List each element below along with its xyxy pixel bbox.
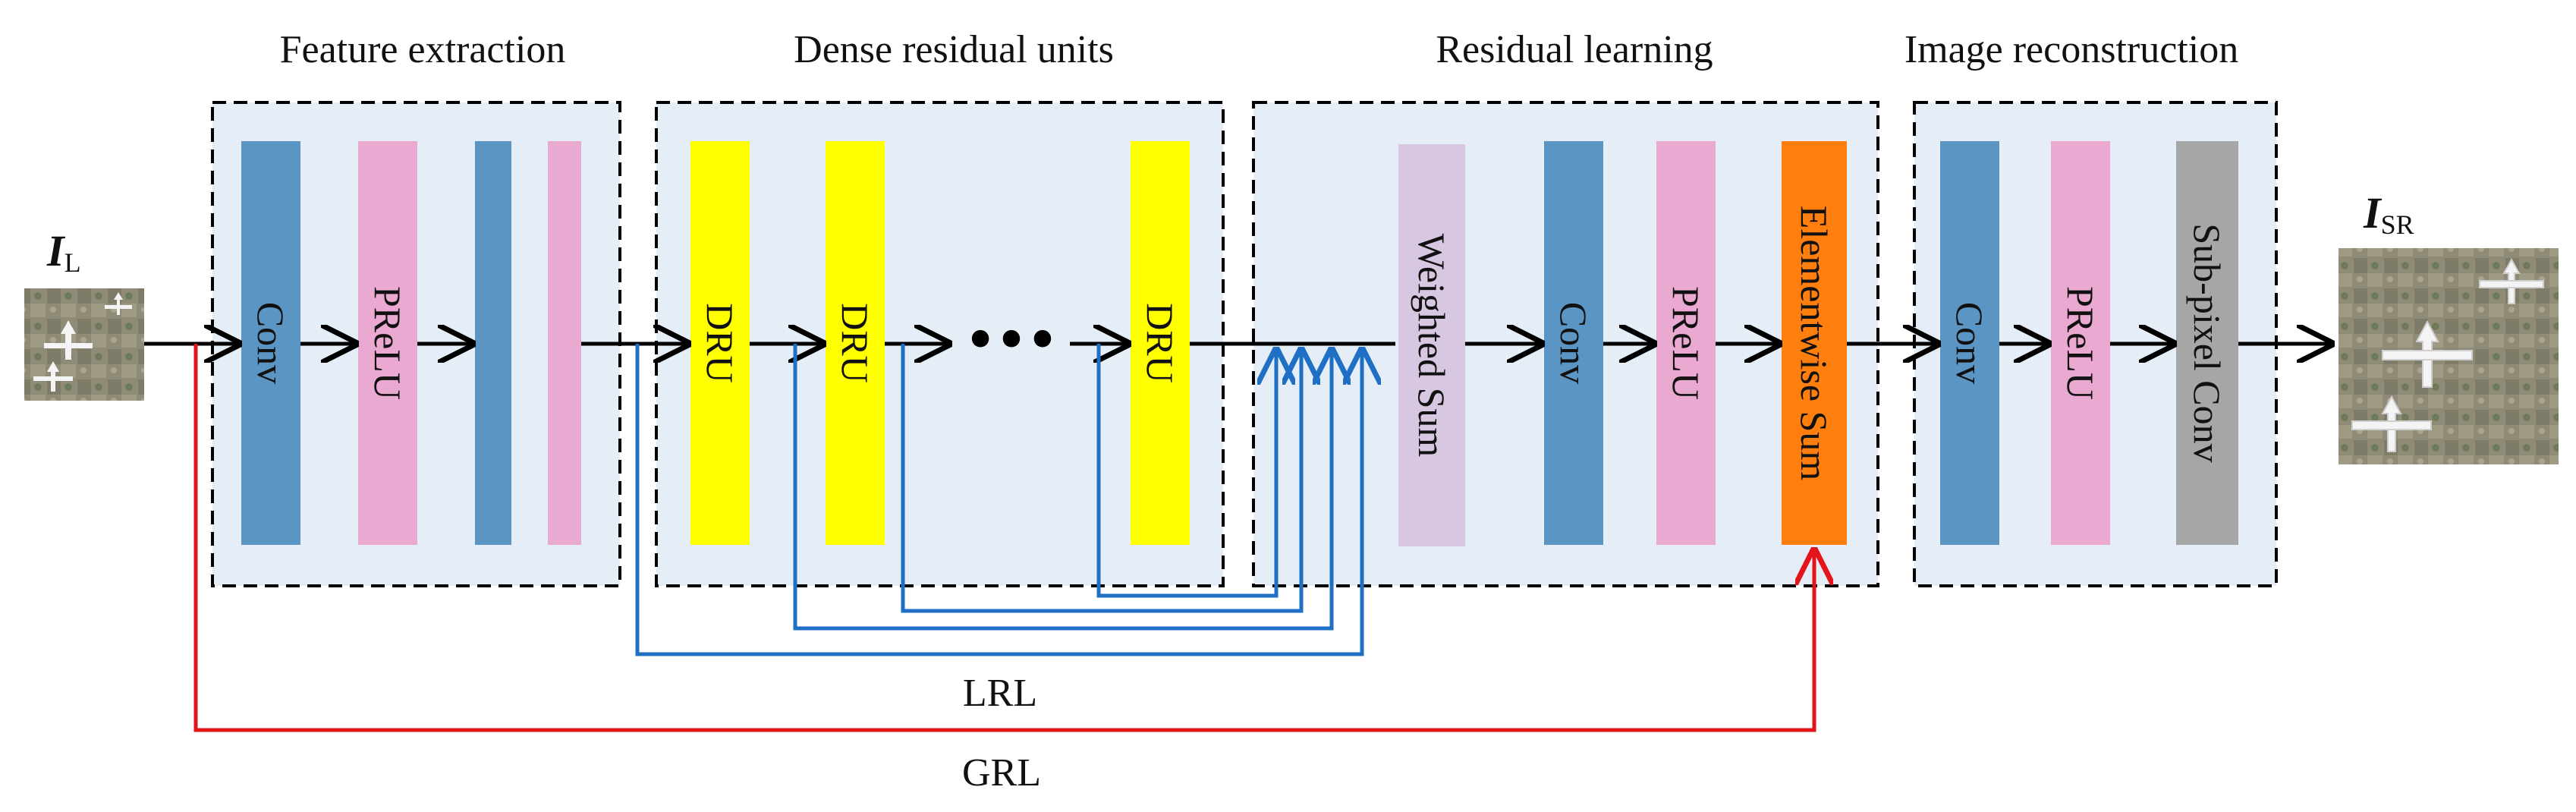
subpixel-conv-label: Sub-pixel Conv bbox=[2186, 223, 2228, 462]
ir-prelu-label: PReLU bbox=[2059, 286, 2102, 400]
output-image bbox=[2339, 248, 2559, 464]
dru-1-label: DRU bbox=[699, 303, 741, 383]
dense-residual-units-title: Dense residual units bbox=[794, 28, 1114, 71]
dru-ellipsis: ••• bbox=[965, 313, 1058, 369]
output-label: ISR bbox=[2363, 188, 2414, 240]
feature-extraction-title: Feature extraction bbox=[280, 28, 566, 71]
elementwise-sum-label: Elementwise Sum bbox=[1793, 206, 1835, 481]
rl-conv-block bbox=[1544, 141, 1603, 545]
fe-prelu-2-block bbox=[548, 141, 581, 545]
dru-1-block bbox=[690, 141, 750, 545]
input-subscript: L bbox=[64, 247, 81, 278]
input-symbol: I bbox=[46, 226, 66, 275]
lrl-connections bbox=[635, 344, 1362, 656]
dru-n-label: DRU bbox=[1139, 303, 1181, 383]
ir-prelu-block bbox=[2051, 141, 2110, 545]
rl-conv-label: Conv bbox=[1552, 302, 1595, 384]
fe-conv-block bbox=[241, 141, 300, 545]
grl-connection bbox=[193, 344, 1814, 732]
ir-conv-block bbox=[1940, 141, 1999, 545]
subpixel-conv-block bbox=[2176, 141, 2238, 545]
ir-conv-label: Conv bbox=[1949, 302, 1991, 384]
elementwise-sum-block bbox=[1782, 141, 1847, 545]
dru-2-label: DRU bbox=[834, 303, 876, 383]
weighted-sum-block bbox=[1398, 144, 1465, 546]
weighted-sum-label: Weighted Sum bbox=[1411, 234, 1453, 458]
dru-2-block bbox=[826, 141, 885, 545]
rl-prelu-label: PReLU bbox=[1665, 286, 1707, 400]
lrl-label: LRL bbox=[963, 672, 1037, 715]
dru-n-block bbox=[1131, 141, 1190, 545]
grl-label: GRL bbox=[962, 751, 1041, 795]
image-reconstruction-title: Image reconstruction bbox=[1904, 28, 2238, 71]
fe-conv-label: Conv bbox=[250, 302, 292, 384]
output-subscript: SR bbox=[2381, 209, 2414, 240]
input-label: IL bbox=[46, 226, 81, 278]
fe-prelu-label: PReLU bbox=[366, 286, 409, 400]
input-image bbox=[24, 288, 144, 401]
output-symbol: I bbox=[2363, 188, 2383, 238]
rl-prelu-block bbox=[1656, 141, 1716, 545]
residual-learning-title: Residual learning bbox=[1436, 28, 1713, 71]
fe-conv-2-block bbox=[475, 141, 511, 545]
fe-prelu-block bbox=[358, 141, 417, 545]
